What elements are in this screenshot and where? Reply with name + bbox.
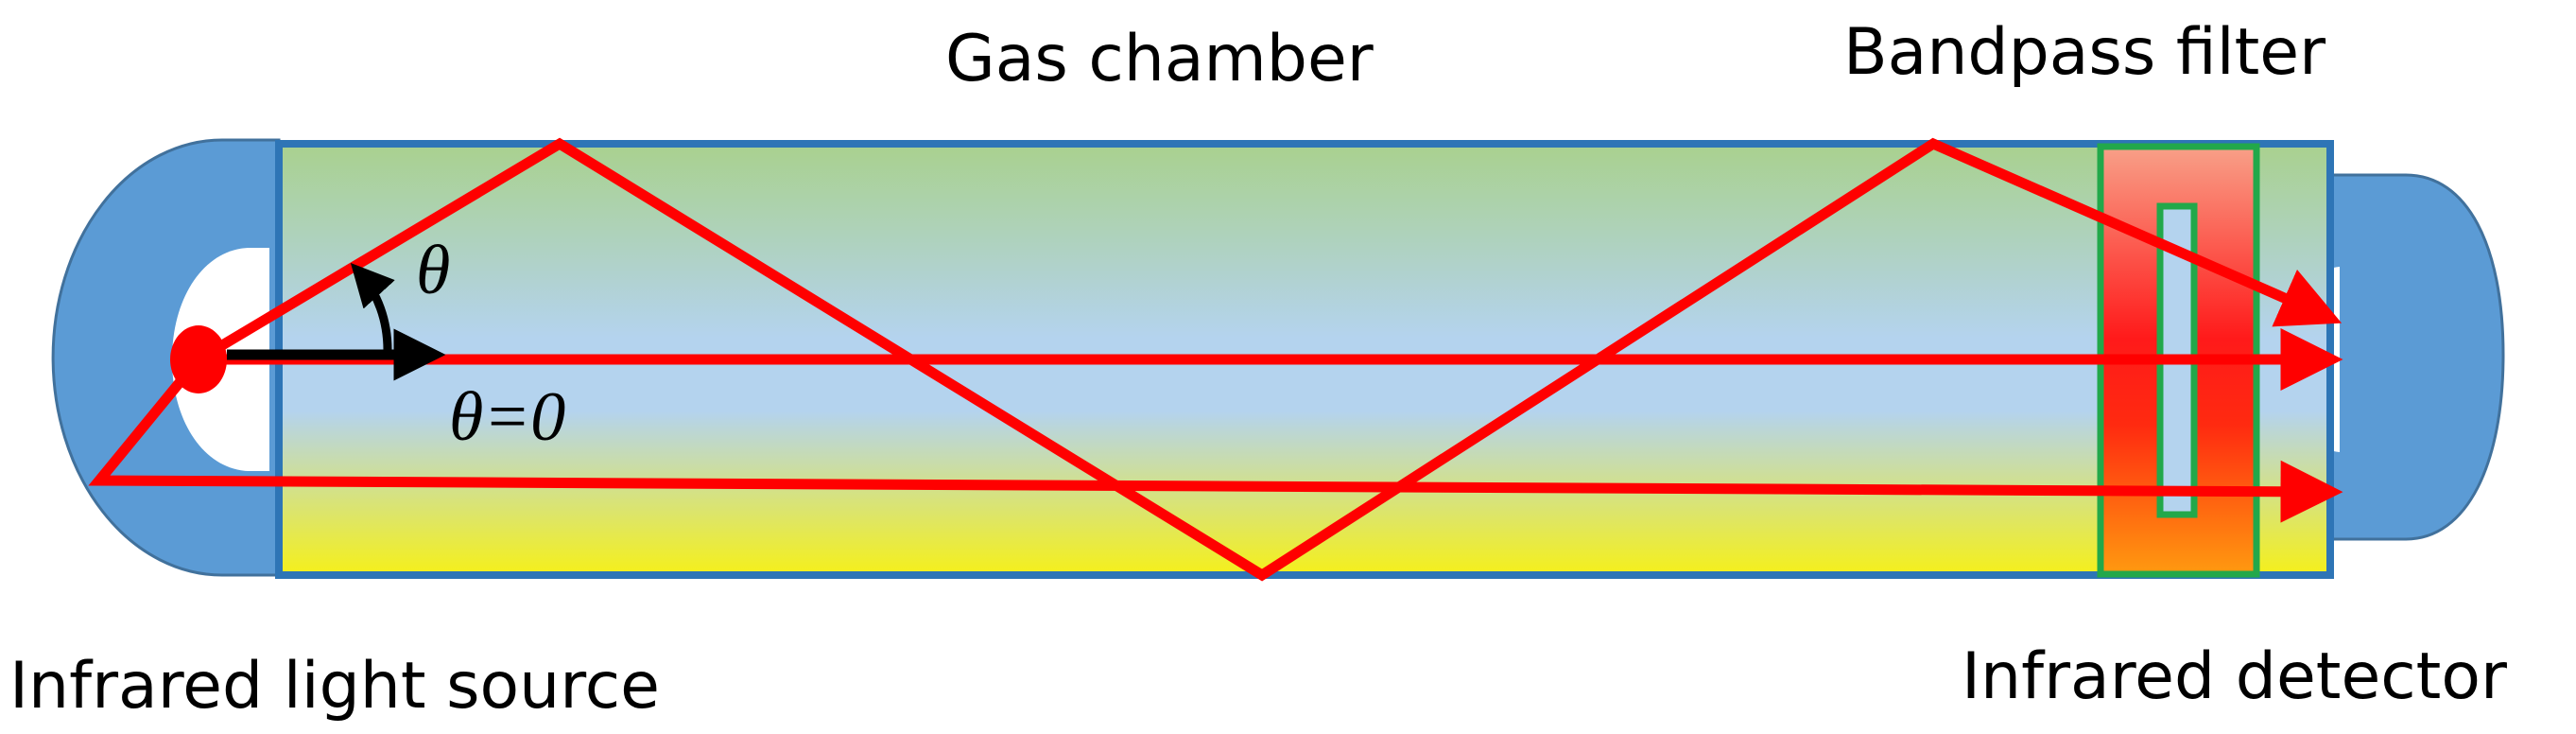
theta-arc [350,263,395,351]
light-source-label: Infrared light source [9,649,660,724]
angle-indicator [227,263,446,381]
detector-label: Infrared detector [1962,639,2507,714]
gas-chamber-label: Gas chamber [945,22,1374,96]
ray-reflected-low [88,356,2343,523]
light-rays [88,137,2343,582]
infrared-source [170,325,227,393]
theta-zero-label: θ=0 [449,378,565,456]
ray-zigzag [196,137,2343,582]
bandpass-filter-label: Bandpass filter [1843,15,2325,90]
theta-label: θ [416,232,450,309]
